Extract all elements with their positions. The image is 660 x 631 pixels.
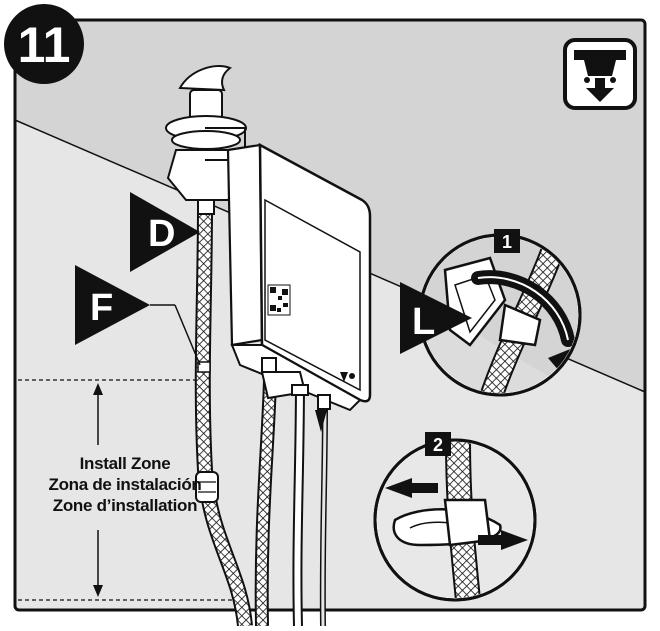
step-badge: 11 <box>4 4 84 84</box>
callout-d: D <box>130 192 200 272</box>
inset-2-hose-clip-squeeze: 2 <box>373 432 537 602</box>
supply-hoses <box>194 204 328 627</box>
diagram-frame <box>13 18 647 612</box>
qr-code <box>267 284 291 316</box>
step-number: 11 <box>18 17 71 73</box>
cable-power <box>321 404 327 627</box>
callout-f-label: F <box>90 287 113 329</box>
inset-1-badge <box>494 229 520 253</box>
install-zone-guides <box>18 379 245 601</box>
inset-1-number: 1 <box>502 232 512 252</box>
hose-left <box>196 204 251 627</box>
filter-housing-front <box>258 142 372 403</box>
hose-coupling <box>195 471 219 503</box>
callout-l-label: L <box>412 301 435 343</box>
under-sink-mount-icon <box>563 38 637 110</box>
install-zone-label-es: Zona de instalación <box>48 475 202 494</box>
install-zone-label-fr: Zone d’installation <box>52 496 198 515</box>
callout-f: F <box>75 265 201 366</box>
install-zone-label-en: Install Zone <box>79 454 171 473</box>
inset-2-number: 2 <box>433 435 443 455</box>
hose-clip-f <box>197 361 211 373</box>
filter-unit <box>205 127 372 432</box>
circle-number-badge-icon <box>4 4 84 84</box>
callout-d-label: D <box>148 213 175 255</box>
hose-outlet <box>294 379 303 627</box>
install-zone-label: Install Zone Zona de instalación Zone d’… <box>40 453 210 516</box>
hose-middle <box>256 379 275 627</box>
callout-l: L <box>400 282 472 354</box>
inset-2-badge <box>425 432 451 456</box>
